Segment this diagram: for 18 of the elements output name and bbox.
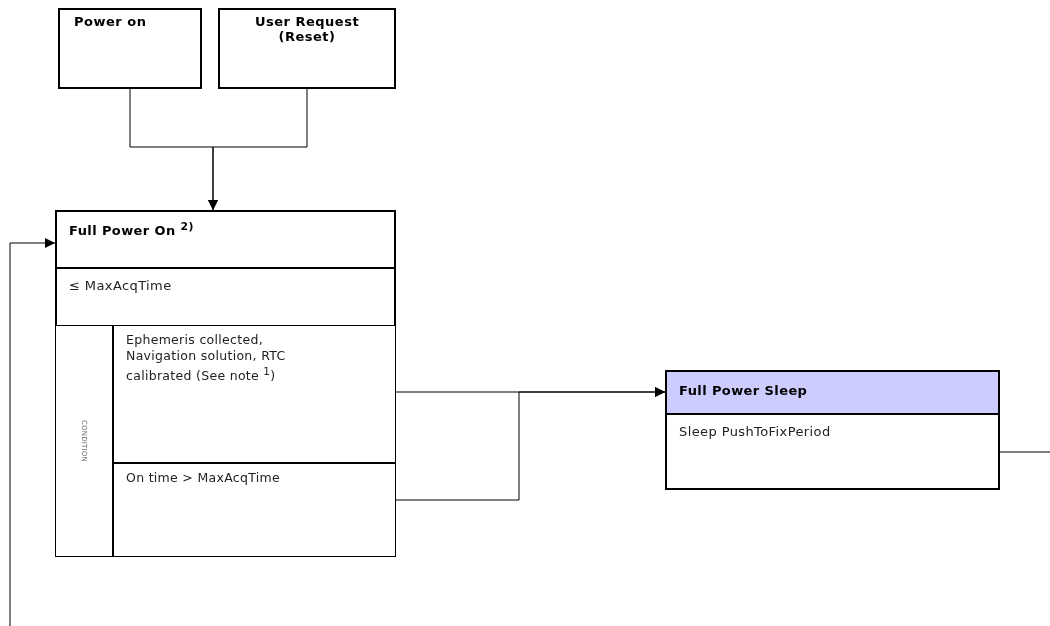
connector-arrow [208, 88, 308, 211]
state-box [665, 370, 1000, 490]
state-box [55, 210, 396, 557]
condition-text: On time > MaxAcqTime [125, 469, 281, 487]
event-box [218, 8, 396, 89]
connector-arrow [395, 387, 666, 501]
event-box [58, 8, 202, 89]
box-title: Power on [73, 13, 148, 31]
condition-cell [113, 463, 396, 557]
box-title: User Request (Reset) [253, 13, 361, 46]
connector-arrow [9, 238, 56, 626]
state-timeout: ≤ MaxAcqTime [69, 278, 172, 293]
condition-cell [113, 325, 396, 463]
state-title: Full Power On $^{2)}$ [69, 223, 194, 239]
condition-column [55, 325, 113, 557]
state-title: Full Power Sleep [679, 383, 808, 398]
state-timeout: Sleep PushToFixPeriod [679, 424, 831, 439]
condition-text: Ephemeris collected, Navigation solution, RTC calibrated (See note $^{1}$) [125, 331, 287, 385]
